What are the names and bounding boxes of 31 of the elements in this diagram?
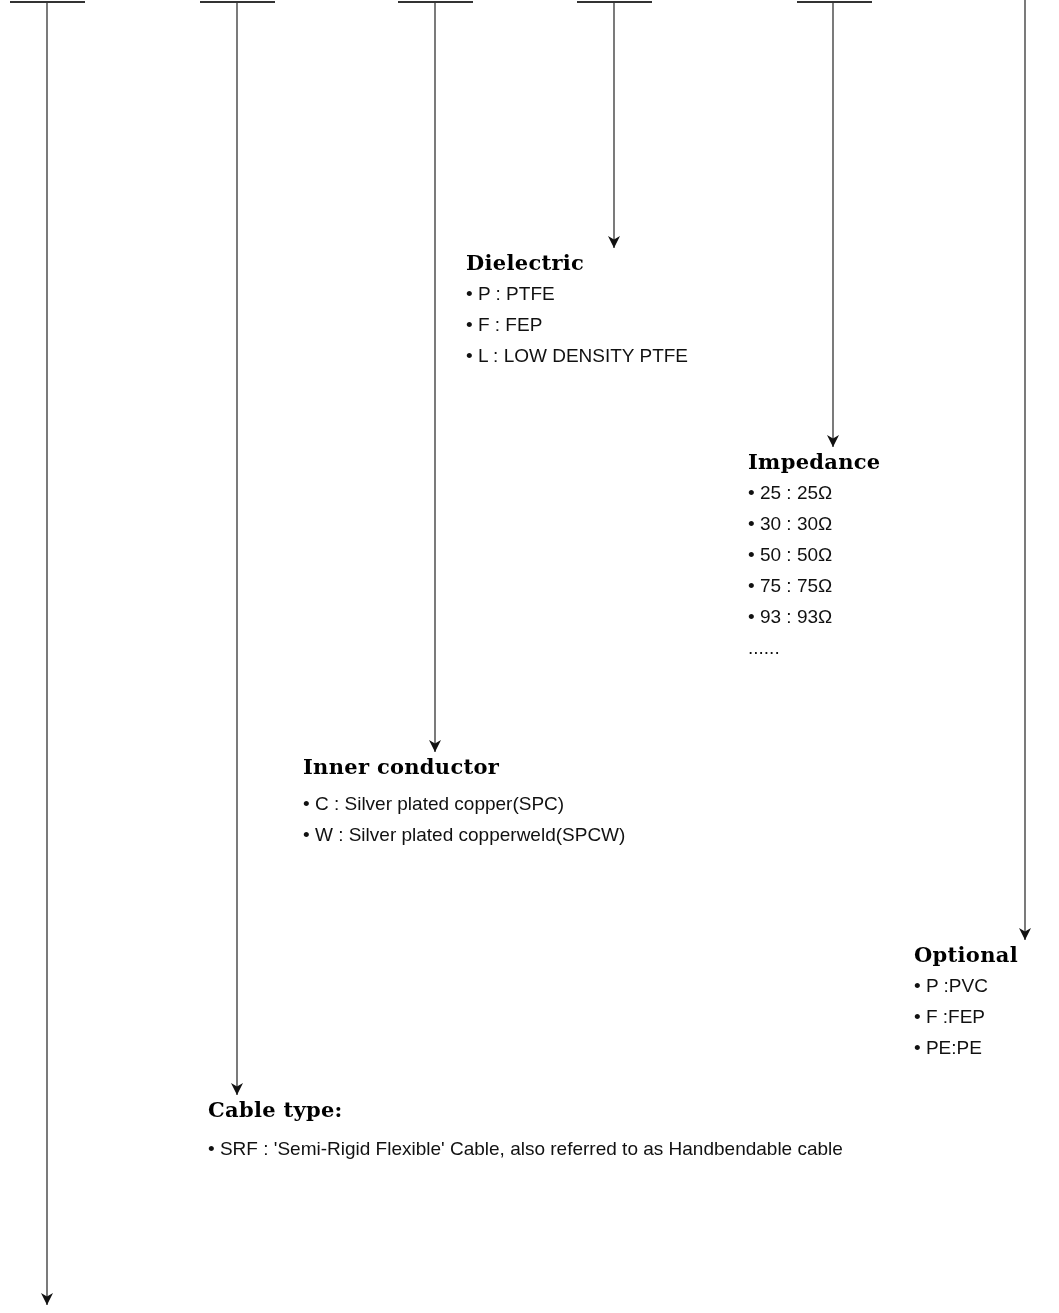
option-item: • 75 : 75Ω <box>748 574 834 598</box>
option-item: • PE:PE <box>914 1036 983 1060</box>
bar-marker <box>577 1 652 3</box>
option-item: • F : FEP <box>466 313 544 337</box>
bar-marker <box>797 1 872 3</box>
arrow <box>231 2 243 1096</box>
option-item: • 30 : 30Ω <box>748 512 834 536</box>
section-heading: Cable type: <box>208 1096 343 1124</box>
bar-marker <box>10 1 85 3</box>
section-heading: Inner conductor <box>303 753 500 781</box>
section-heading: Impedance <box>748 448 881 476</box>
option-item: • 93 : 93Ω <box>748 605 834 629</box>
option-item: • P : PTFE <box>466 282 556 306</box>
arrow <box>41 2 53 1306</box>
option-item: • C : Silver plated copper(SPC) <box>303 792 565 816</box>
arrow <box>608 2 620 249</box>
arrow <box>827 2 839 448</box>
bar-marker <box>398 1 473 3</box>
arrow <box>1019 0 1031 941</box>
option-item: • F :FEP <box>914 1005 987 1029</box>
arrow <box>429 2 441 753</box>
option-item: • SRF : 'Semi-Rigid Flexible' Cable, also referred to as Handbendable cable <box>208 1137 843 1161</box>
option-item: • W : Silver plated copperweld(SPCW) <box>303 823 626 847</box>
option-item: • 50 : 50Ω <box>748 543 834 567</box>
option-item: • 25 : 25Ω <box>748 481 834 505</box>
section-heading: Optional <box>914 941 1018 969</box>
section-heading: Dielectric <box>466 249 585 277</box>
option-item: • P :PVC <box>914 974 989 998</box>
option-item: ...... <box>748 636 781 660</box>
bar-marker <box>200 1 275 3</box>
option-item: • L : LOW DENSITY PTFE <box>466 344 689 368</box>
